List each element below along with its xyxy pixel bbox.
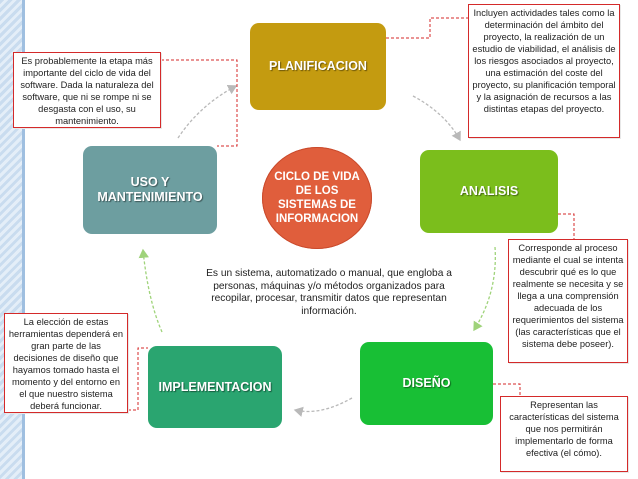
note-uso-mantenimiento: Es probablemente la etapa más importante… [13,52,161,128]
arrow-diseno-to-implementacion [293,397,353,417]
stage-uso-label-line2: MANTENIMIENTO [97,190,203,204]
stage-planificacion-label: PLANIFICACION [269,59,367,73]
stage-analisis-label: ANALISIS [459,184,519,198]
connector-analisis-note [558,213,575,239]
note-analisis: Corresponde al proceso mediante el cual … [508,239,628,363]
connector-diseno-note [493,383,521,396]
connector-implementacion-note [128,347,148,411]
center-line2: DE LOS [295,185,339,197]
stage-diseno-label: DISEÑO [402,376,451,390]
decorative-stripe-edge [22,0,25,479]
note-implementacion: La elección de estas herramientas depend… [4,313,128,413]
stage-implementacion-label: IMPLEMENTACION [158,379,272,394]
note-diseno: Representan las características del sist… [500,396,628,472]
stage-implementacion: IMPLEMENTACION [148,346,282,428]
center-line4: INFORMACION [275,213,359,225]
definition-text: Es un sistema, automatizado o manual, qu… [206,268,452,317]
center-line1: CICLO DE VIDA [274,171,360,183]
arrow-planificacion-to-analisis [412,95,461,142]
stage-analisis: ANALISIS [420,150,558,233]
center-circle: CICLO DE VIDA DE LOS SISTEMAS DE INFORMA… [262,147,372,249]
arrow-implementacion-to-uso [138,248,163,333]
arrow-analisis-to-diseno [473,246,496,332]
connector-uso-note [161,59,238,147]
stage-uso-label-line1: USO Y [130,175,170,189]
note-planificacion: Incluyen actividades tales como la deter… [468,4,620,138]
arrow-uso-to-planificacion [177,85,238,139]
stage-diseno: DISEÑO [360,342,493,425]
connector-planificacion-note [386,17,468,39]
stage-planificacion: PLANIFICACION [250,23,386,110]
stage-uso-mantenimiento: USO Y MANTENIMIENTO [83,146,217,234]
center-line3: SISTEMAS DE [278,199,356,211]
